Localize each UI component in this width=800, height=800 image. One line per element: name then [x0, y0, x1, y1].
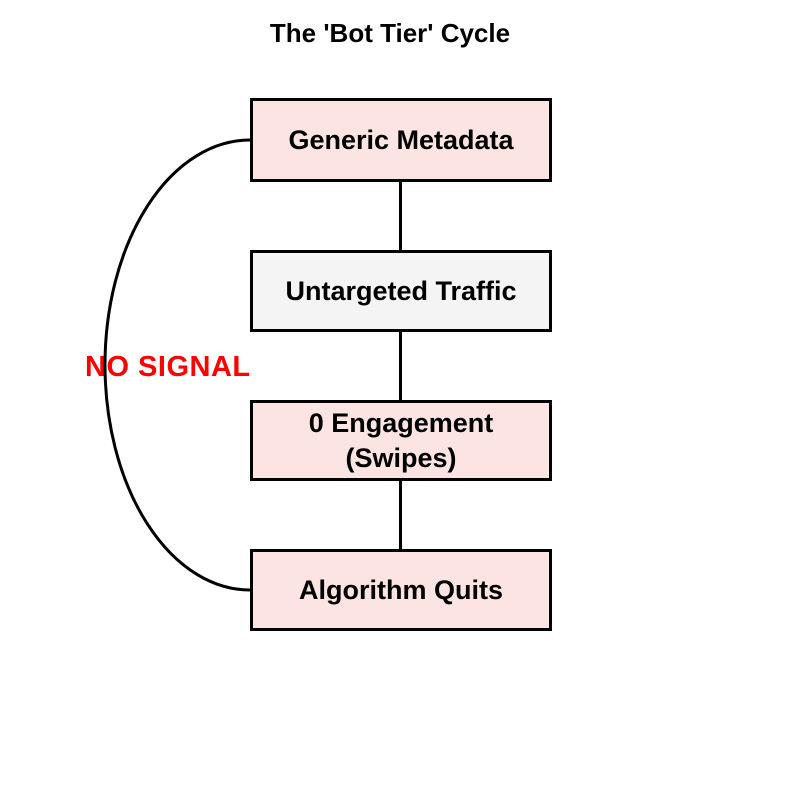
- diagram-title: The 'Bot Tier' Cycle: [269, 18, 511, 48]
- node-generic-metadata: Generic Metadata: [250, 98, 552, 182]
- node-zero-engagement: 0 Engagement (Swipes): [250, 400, 552, 481]
- edge-label-no-signal: NO SIGNAL: [85, 351, 251, 383]
- node-label: Algorithm Quits: [299, 574, 503, 605]
- node-label: Generic Metadata: [288, 124, 514, 155]
- node-untargeted-traffic: Untargeted Traffic: [250, 250, 552, 332]
- node-label: Untargeted Traffic: [285, 275, 517, 306]
- node-label: 0 Engagement (Swipes): [308, 407, 494, 473]
- node-algorithm-quits: Algorithm Quits: [250, 549, 552, 631]
